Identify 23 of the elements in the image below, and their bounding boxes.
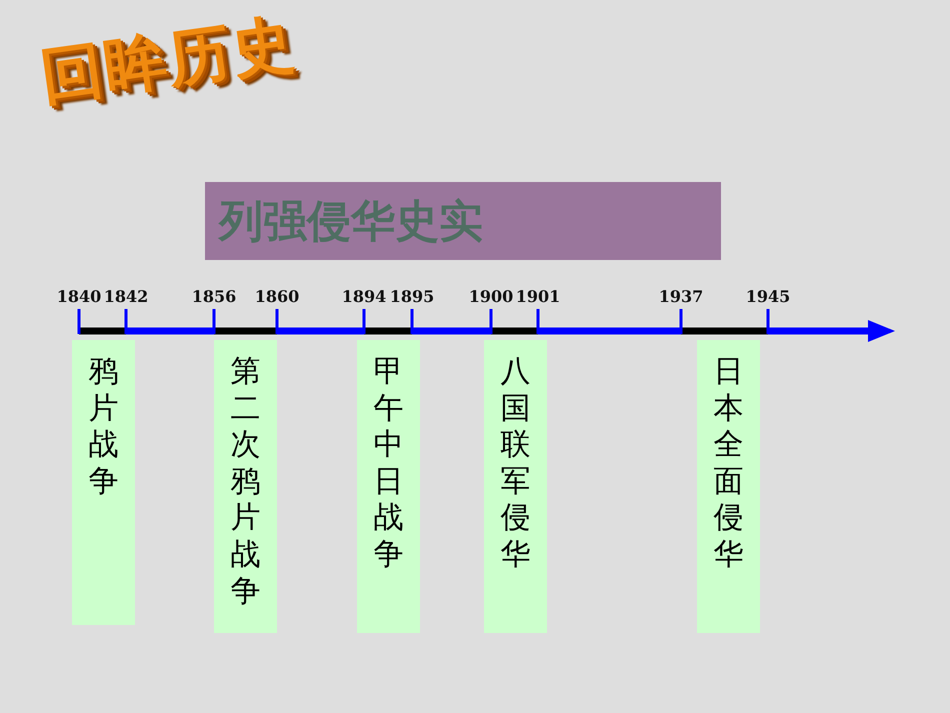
event-name: 鸦片战争 <box>88 354 118 501</box>
year-label: 1860 <box>254 288 300 306</box>
year-label: 1894 <box>342 288 386 306</box>
event-card <box>484 340 547 633</box>
year-label: 1945 <box>746 288 790 306</box>
event-name: 甲午中日战争 <box>374 354 404 574</box>
wordart-title: 回眸历史 <box>35 4 301 116</box>
year-label: 1937 <box>658 288 704 306</box>
heading-banner <box>205 182 721 260</box>
year-label: 1856 <box>192 288 236 306</box>
event-name: 日本全面侵华 <box>714 354 744 574</box>
year-label: 1900 <box>468 288 514 306</box>
year-label: 1842 <box>104 288 148 306</box>
event-card <box>72 340 135 625</box>
heading-text: 列强侵华史实 <box>219 194 483 248</box>
year-label: 1895 <box>390 288 434 306</box>
year-label: 1901 <box>516 288 560 306</box>
event-name: 第二次鸦片战争 <box>230 354 260 611</box>
event-card <box>214 340 277 633</box>
event-name: 八国联军侵华 <box>500 354 530 574</box>
event-card <box>357 340 420 633</box>
event-card <box>697 340 760 633</box>
year-label: 1840 <box>56 288 102 306</box>
